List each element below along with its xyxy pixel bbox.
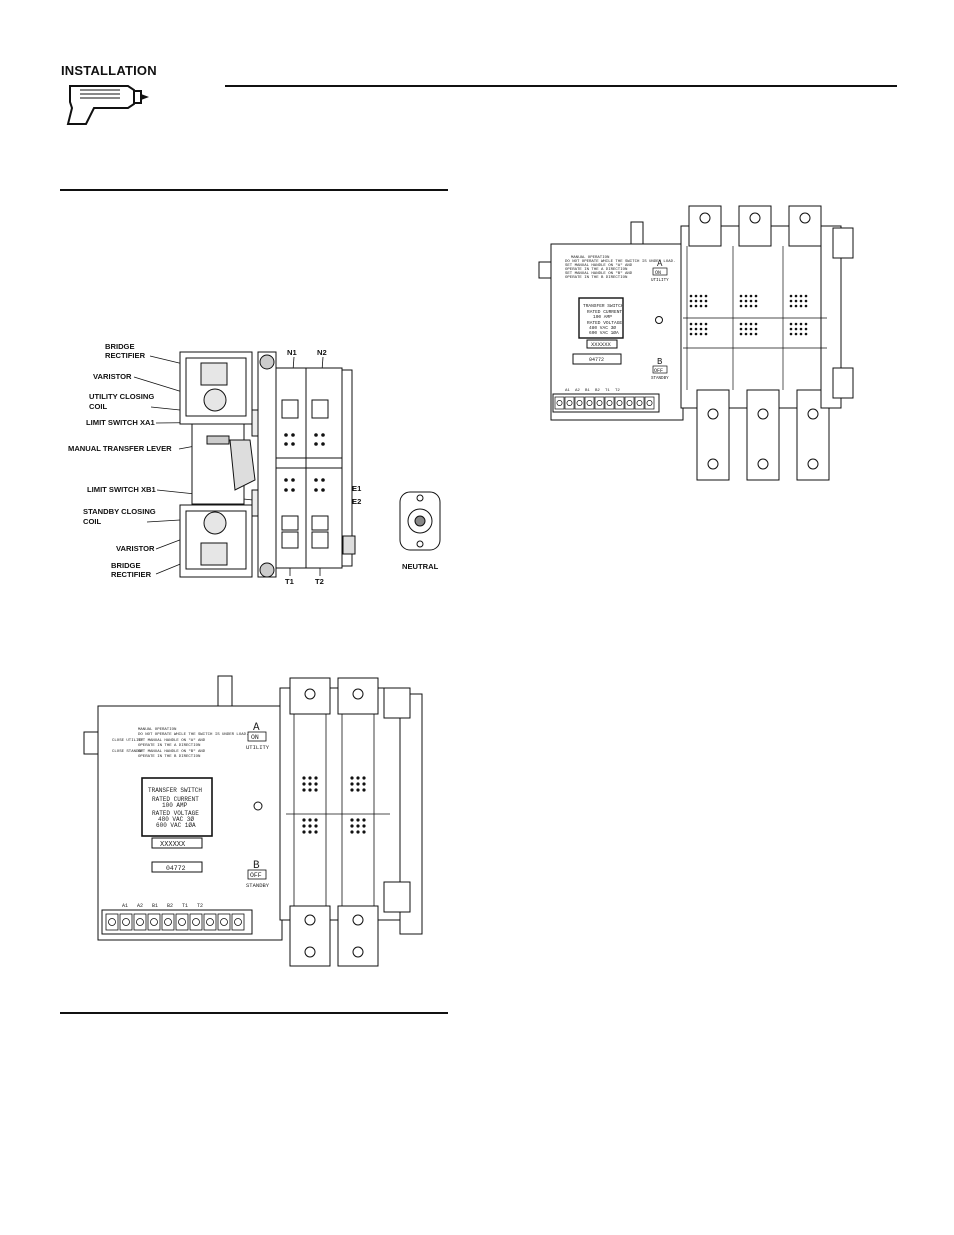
fig2-close-standby: CLOSE STANDBY [112,750,144,754]
header-rule [225,85,897,87]
label-e2: E2 [352,497,361,506]
label-varistor-top: VARISTOR [93,372,132,381]
fig2-manual-op-3: OPERATE IN THE A DIRECTION [138,744,201,748]
fig2-off: OFF [250,872,262,879]
fig3-pos-b: B [657,357,663,367]
fig3-nameplate-5: 600 VAC 1ØA [589,329,619,336]
fig3-nameplate-0: TRANSFER SWITCH [583,303,624,309]
fig3-nameplate-3: RATED VOLTAGE [587,320,622,326]
fig2-nameplate-3: RATED VOLTAGE [152,810,199,817]
fig3-terminal-label-a1: A1 [565,389,570,393]
fig2-terminal-label-a1: A1 [122,903,128,909]
section-rule-bottom [60,1012,448,1014]
fig2-nameplate-5: 600 VAC 1ØA [156,822,196,829]
fig2-terminal-label-a2: A2 [137,903,143,909]
label-n1: N1 [287,348,297,357]
label-n2: N2 [317,348,327,357]
fig2-terminal-label-t1: T1 [182,903,188,909]
fig3-nameplate-1: RATED CURRENT [587,309,622,315]
fig3-terminal-strip: A1 A2 B1 B2 T1 T2 [554,389,655,410]
fig2-manual-op-2: SET MANUAL HANDLE ON "A" AND [138,738,206,743]
fig2-standby: STANDBY [246,882,270,889]
fig3-off: OFF [654,368,663,374]
fig3-terminal-label-t1: T1 [605,389,610,393]
fig3-nameplate-4: 480 VAC 3Ø [589,324,616,331]
fig3-manual-op-2: SET MANUAL HANDLE ON "A" AND [565,263,633,268]
fig3-serial: XXXXXX [591,341,612,348]
label-bridge-rectifier-bottom-2: RECTIFIER [111,570,152,579]
label-limit-switch-xb1: LIMIT SWITCH XB1 [87,485,157,494]
drill-icon [66,85,149,125]
fig2-manual-op-4: SET MANUAL HANDLE ON "B" AND [138,749,206,754]
fig3-utility: UTILITY [651,279,669,283]
label-varistor-bottom: VARISTOR [116,544,155,553]
fig2-terminal-strip: A1 A2 B1 B2 T1 T2 [105,903,245,931]
fig2-pos-a: A [253,722,260,734]
fig2-utility: UTILITY [246,744,270,751]
fig2-terminal-label-t2: T2 [197,903,203,909]
label-bridge-rectifier-top-2: RECTIFIER [105,351,146,360]
fig2-part-no: 04772 [166,865,186,872]
fig3-manual-op-3: OPERATE IN THE A DIRECTION [565,268,628,272]
fig3-terminal-label-a2: A2 [575,389,580,393]
fig2-manual-op-1: DO NOT OPERATE WHILE THE SWITCH IS UNDER… [138,733,248,737]
fig3-terminal-label-t2: T2 [615,389,620,393]
two-pole-switch-front-view: MANUAL OPERATION DO NOT OPERATE WHILE TH… [83,675,423,967]
fig2-terminal-label-b2: B2 [167,903,173,909]
section-title: INSTALLATION [61,63,157,78]
label-bridge-rectifier-bottom-1: BRIDGE [111,561,141,570]
fig2-terminal-label-b1: B1 [152,903,158,909]
fig2-on: ON [251,734,259,741]
fig3-pos-a: A [657,259,663,269]
fig2-nameplate-2: 100 AMP [162,802,188,809]
label-t1: T1 [285,577,295,586]
label-standby-coil-2: COIL [83,517,102,526]
fig3-nameplate-2: 100 AMP [593,314,612,320]
label-bridge-rectifier-top-1: BRIDGE [105,342,135,351]
label-standby-coil-1: STANDBY CLOSING [83,507,156,516]
fig2-nameplate-4: 480 VAC 3Ø [158,816,194,823]
label-manual-transfer-lever: MANUAL TRANSFER LEVER [68,444,172,453]
fig2-close-utility: CLOSE UTILITY [112,739,144,743]
fig2-manual-op-5: OPERATE IN THE B DIRECTION [138,755,201,759]
label-utility-coil-1: UTILITY CLOSING [89,392,154,401]
fig3-on: ON [655,270,661,276]
fig2-nameplate-0: TRANSFER SWITCH [148,787,202,794]
fig3-part-no: 04772 [589,357,604,363]
fig3-manual-op-5: OPERATE IN THE B DIRECTION [565,276,628,280]
fig3-standby: STANDBY [651,377,669,381]
three-pole-switch-front-view: MANUAL OPERATION DO NOT OPERATE WHILE TH… [538,205,854,481]
component-diagram: BRIDGE RECTIFIER VARISTOR UTILITY CLOSIN… [68,342,441,586]
fig3-manual-op-4: SET MANUAL HANDLE ON "B" AND [565,271,633,276]
fig3-manual-op-title: MANUAL OPERATION [571,256,610,260]
fig2-serial: XXXXXX [160,841,186,849]
section-rule-top [60,189,448,191]
label-utility-coil-2: COIL [89,402,108,411]
fig3-manual-op-1: DO NOT OPERATE WHILE THE SWITCH IS UNDER… [565,260,675,264]
fig3-terminal-label-b1: B1 [585,389,590,393]
fig2-manual-op-title: MANUAL OPERATION [138,728,177,732]
label-e1: E1 [352,484,362,493]
label-neutral: NEUTRAL [402,562,439,571]
label-t2: T2 [315,577,324,586]
label-limit-switch-xa1: LIMIT SWITCH XA1 [86,418,156,427]
fig3-terminal-label-b2: B2 [595,389,600,393]
fig2-pos-b: B [253,860,260,872]
fig2-nameplate-1: RATED CURRENT [152,796,199,803]
